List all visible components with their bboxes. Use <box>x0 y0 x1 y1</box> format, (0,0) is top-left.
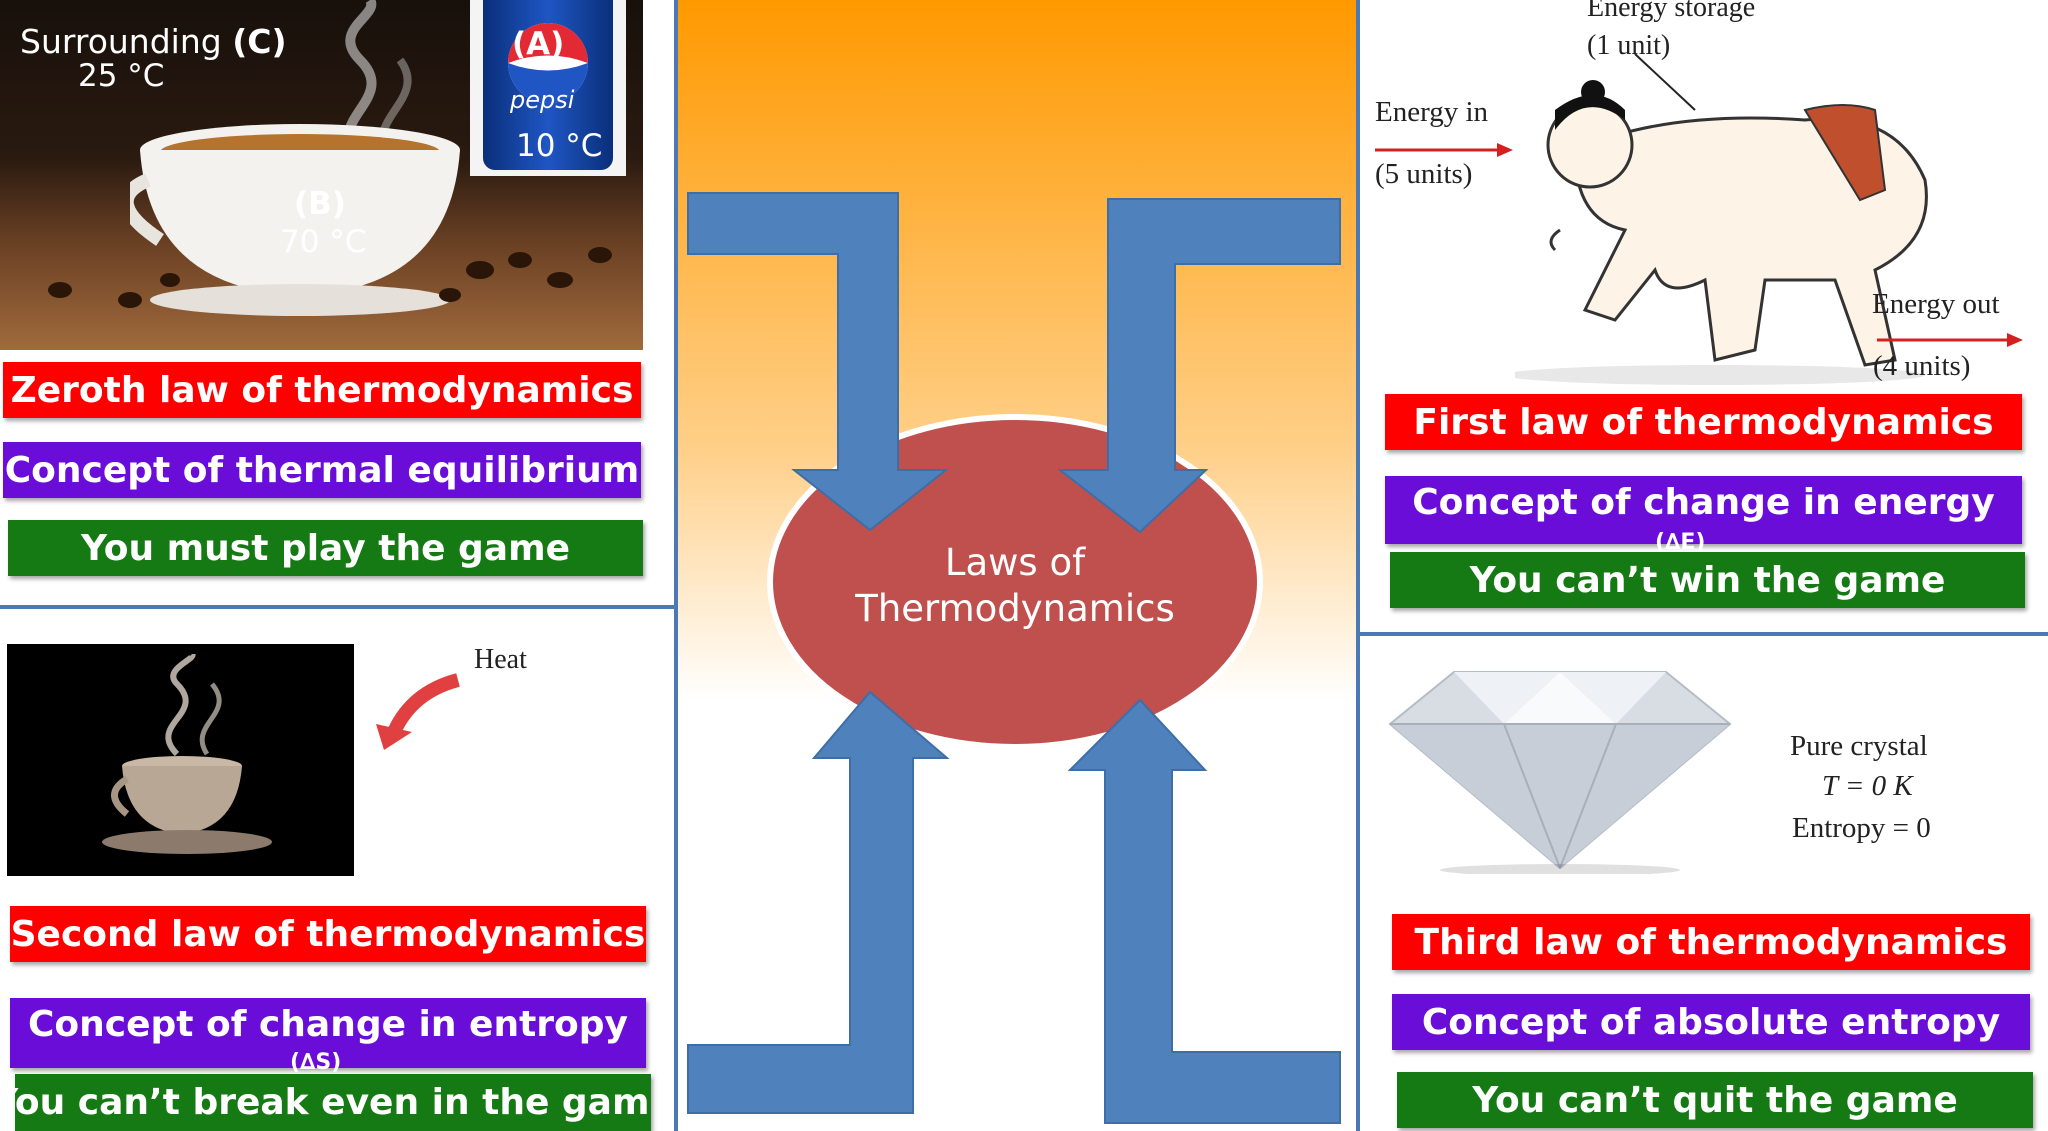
hot-cup-icon <box>102 756 272 854</box>
first-law-label: First law of thermodynamics <box>1385 394 2022 450</box>
heat-label: Heat <box>474 644 527 675</box>
sumo-figure: Energy storage (1 unit) Energy in (5 uni… <box>1365 0 2045 390</box>
third-law-label: Third law of thermodynamics <box>1392 914 2030 970</box>
coffee-cup-icon <box>130 124 460 316</box>
second-concept-label: Concept of change in entropy <box>10 998 646 1068</box>
second-concept-text: Concept of change in entropy <box>27 1004 629 1045</box>
divider-right-horizontal <box>1360 632 2048 636</box>
arrow-bottom-left <box>687 690 950 1114</box>
second-concept-symbol: (∆S) <box>290 1050 342 1075</box>
can-temp: 10 °C <box>516 128 603 164</box>
first-game-label: You can’t win the game <box>1390 552 2025 608</box>
divider-left-horizontal <box>0 605 674 609</box>
energy-in-label: Energy in <box>1375 96 1489 128</box>
energy-in-arrow-icon <box>1375 143 1513 157</box>
hot-cup-steam-icon <box>165 654 222 757</box>
cup-temp: 70 °C <box>280 224 367 260</box>
zeroth-concept-label: Concept of thermal equilibrium <box>3 442 641 498</box>
first-concept-label: Concept of change in energy <box>1385 476 2022 544</box>
energy-in-units: (5 units) <box>1375 158 1473 190</box>
crystal-line1: Pure crystal <box>1790 730 1928 762</box>
coffee-beans <box>48 247 612 308</box>
first-concept-symbol: (∆E) <box>1655 530 1706 555</box>
surrounding-label: Surrounding (C) <box>20 22 287 61</box>
heat-arrow-icon <box>376 673 460 750</box>
cup-tag: (B) <box>294 186 346 222</box>
zeroth-game-label: You must play the game <box>8 520 643 576</box>
energy-out-label: Energy out <box>1872 288 2000 320</box>
surrounding-tag: (C) <box>232 22 287 61</box>
third-game-label: You can’t quit the game <box>1397 1072 2033 1128</box>
sumo-wrestler-icon <box>1515 80 1928 385</box>
second-game-label: You can’t break even in the game <box>15 1074 651 1131</box>
zeroth-law-label: Zeroth law of thermodynamics <box>3 362 641 418</box>
center-title-line1: Laws of <box>944 541 1086 584</box>
storage-units: (1 unit) <box>1587 30 1671 61</box>
third-concept-label: Concept of absolute entropy <box>1392 994 2030 1050</box>
surrounding-text: Surrounding <box>20 22 222 61</box>
arrow-bottom-right <box>1067 698 1341 1124</box>
energy-out-arrow-icon <box>1877 333 2023 347</box>
center-diagram <box>687 192 1341 1124</box>
storage-label: Energy storage <box>1587 0 1756 23</box>
can-brand: pepsi <box>510 86 575 114</box>
energy-out-units: (4 units) <box>1873 350 1971 382</box>
pepsi-can: (A) pepsi 10 °C <box>470 0 626 176</box>
arrow-top-left <box>687 192 949 532</box>
diamond-icon <box>1388 671 1732 874</box>
arrow-top-right <box>1057 198 1341 534</box>
second-law-label: Second law of thermodynamics <box>10 906 646 962</box>
storage-pointer <box>1634 53 1696 111</box>
pepsi-logo <box>508 23 588 103</box>
surrounding-temp: 25 °C <box>78 58 165 94</box>
divider-left-vertical <box>674 0 678 1131</box>
center-title: Laws of Thermodynamics <box>820 540 1210 632</box>
can-tag: (A) <box>512 26 565 62</box>
center-title-line2: Thermodynamics <box>855 587 1175 630</box>
crystal-line2: T = 0 K <box>1822 770 1913 802</box>
crystal-line3: Entropy = 0 <box>1792 812 1931 844</box>
hot-cup-photo <box>7 644 354 876</box>
first-concept-text: Concept of change in energy <box>1412 482 1995 523</box>
divider-right-vertical <box>1356 0 1360 1131</box>
